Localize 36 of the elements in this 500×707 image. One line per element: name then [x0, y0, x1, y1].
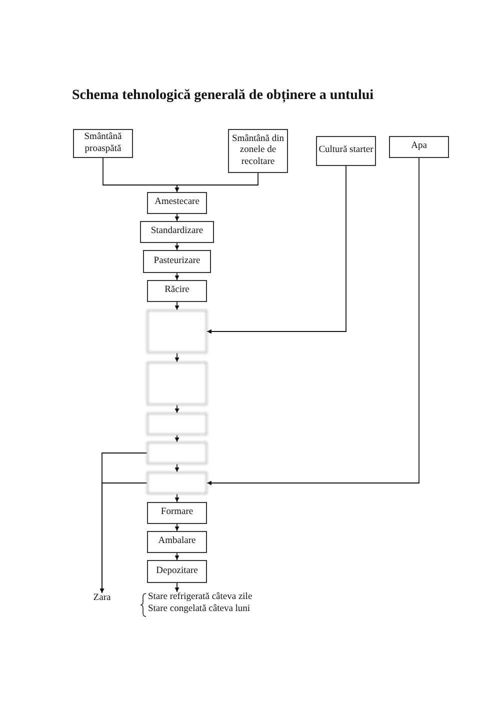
- process-box: Ambalare: [147, 531, 207, 553]
- arrow: [174, 434, 180, 442]
- arrow: [174, 242, 180, 250]
- arrow: [174, 524, 180, 532]
- arrow: [174, 214, 180, 222]
- process-box: Standardizare: [140, 221, 214, 243]
- blurred-process-box: [147, 442, 207, 464]
- process-box: Răcire: [147, 280, 207, 302]
- process-box: Amestecare: [147, 192, 207, 214]
- arrow: [174, 582, 180, 592]
- arrow: [206, 166, 346, 334]
- process-box: Formare: [147, 502, 207, 524]
- diagram-title: Schema tehnologică generală de obținere a untului: [72, 88, 374, 104]
- process-box: Pasteurizare: [143, 250, 211, 273]
- arrow: [174, 494, 180, 502]
- storage-note: Stare refrigerată câteva zile: [148, 592, 252, 604]
- arrow: [174, 552, 180, 560]
- process-box: Cultură starter: [316, 136, 376, 166]
- blurred-process-box: [147, 310, 207, 353]
- process-box: Depozitare: [147, 560, 207, 583]
- storage-note: Stare congelată câteva luni: [148, 604, 250, 616]
- blurred-process-box: [147, 413, 207, 435]
- process-box: Smântână proaspătă: [73, 129, 133, 158]
- arrow: [100, 482, 148, 594]
- blurred-process-box: [147, 362, 207, 405]
- blurred-process-box: [147, 472, 207, 494]
- arrow: [174, 352, 180, 362]
- arrow: [174, 464, 180, 472]
- process-box: Apa: [389, 136, 449, 158]
- arrow: [206, 158, 420, 486]
- arrow: [174, 302, 180, 310]
- arrow: [174, 272, 180, 280]
- arrow: [174, 404, 180, 414]
- arrow: [174, 172, 258, 192]
- process-box: Smântână din zonele de recoltare: [228, 129, 288, 173]
- output-label: Zara: [93, 593, 111, 605]
